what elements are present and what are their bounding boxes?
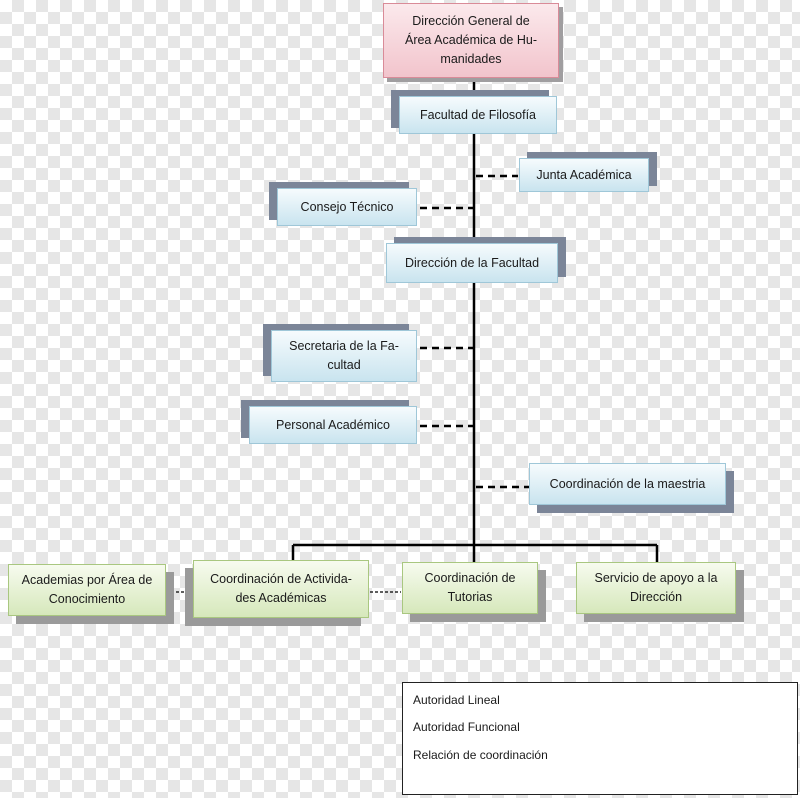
- legend-label-funcional: Autoridad Funcional: [413, 720, 520, 734]
- legend-box: Autoridad Lineal Autoridad Funcional Rel…: [402, 682, 798, 795]
- node-direccion-general: Dirección General de Área Académica de H…: [383, 3, 559, 78]
- node-secretaria: Secretaria de la Fa- cultad: [271, 330, 417, 382]
- legend-label-coordinacion: Relación de coordinación: [413, 748, 548, 762]
- legend-label-lineal: Autoridad Lineal: [413, 693, 500, 707]
- node-coordinacion-actividades: Coordinación de Activida- des Académicas: [193, 560, 369, 618]
- node-coordinacion-tutorias: Coordinación de Tutorias: [402, 562, 538, 614]
- node-facultad-filosofia: Facultad de Filosofía: [399, 96, 557, 134]
- node-academias: Academias por Área de Conocimiento: [8, 564, 166, 616]
- node-personal-academico: Personal Académico: [249, 406, 417, 444]
- node-servicio-apoyo: Servicio de apoyo a la Dirección: [576, 562, 736, 614]
- node-junta-academica: Junta Académica: [519, 158, 649, 192]
- node-coordinacion-maestria: Coordinación de la maestria: [529, 463, 726, 505]
- node-consejo-tecnico: Consejo Técnico: [277, 188, 417, 226]
- node-direccion-facultad: Dirección de la Facultad: [386, 243, 558, 283]
